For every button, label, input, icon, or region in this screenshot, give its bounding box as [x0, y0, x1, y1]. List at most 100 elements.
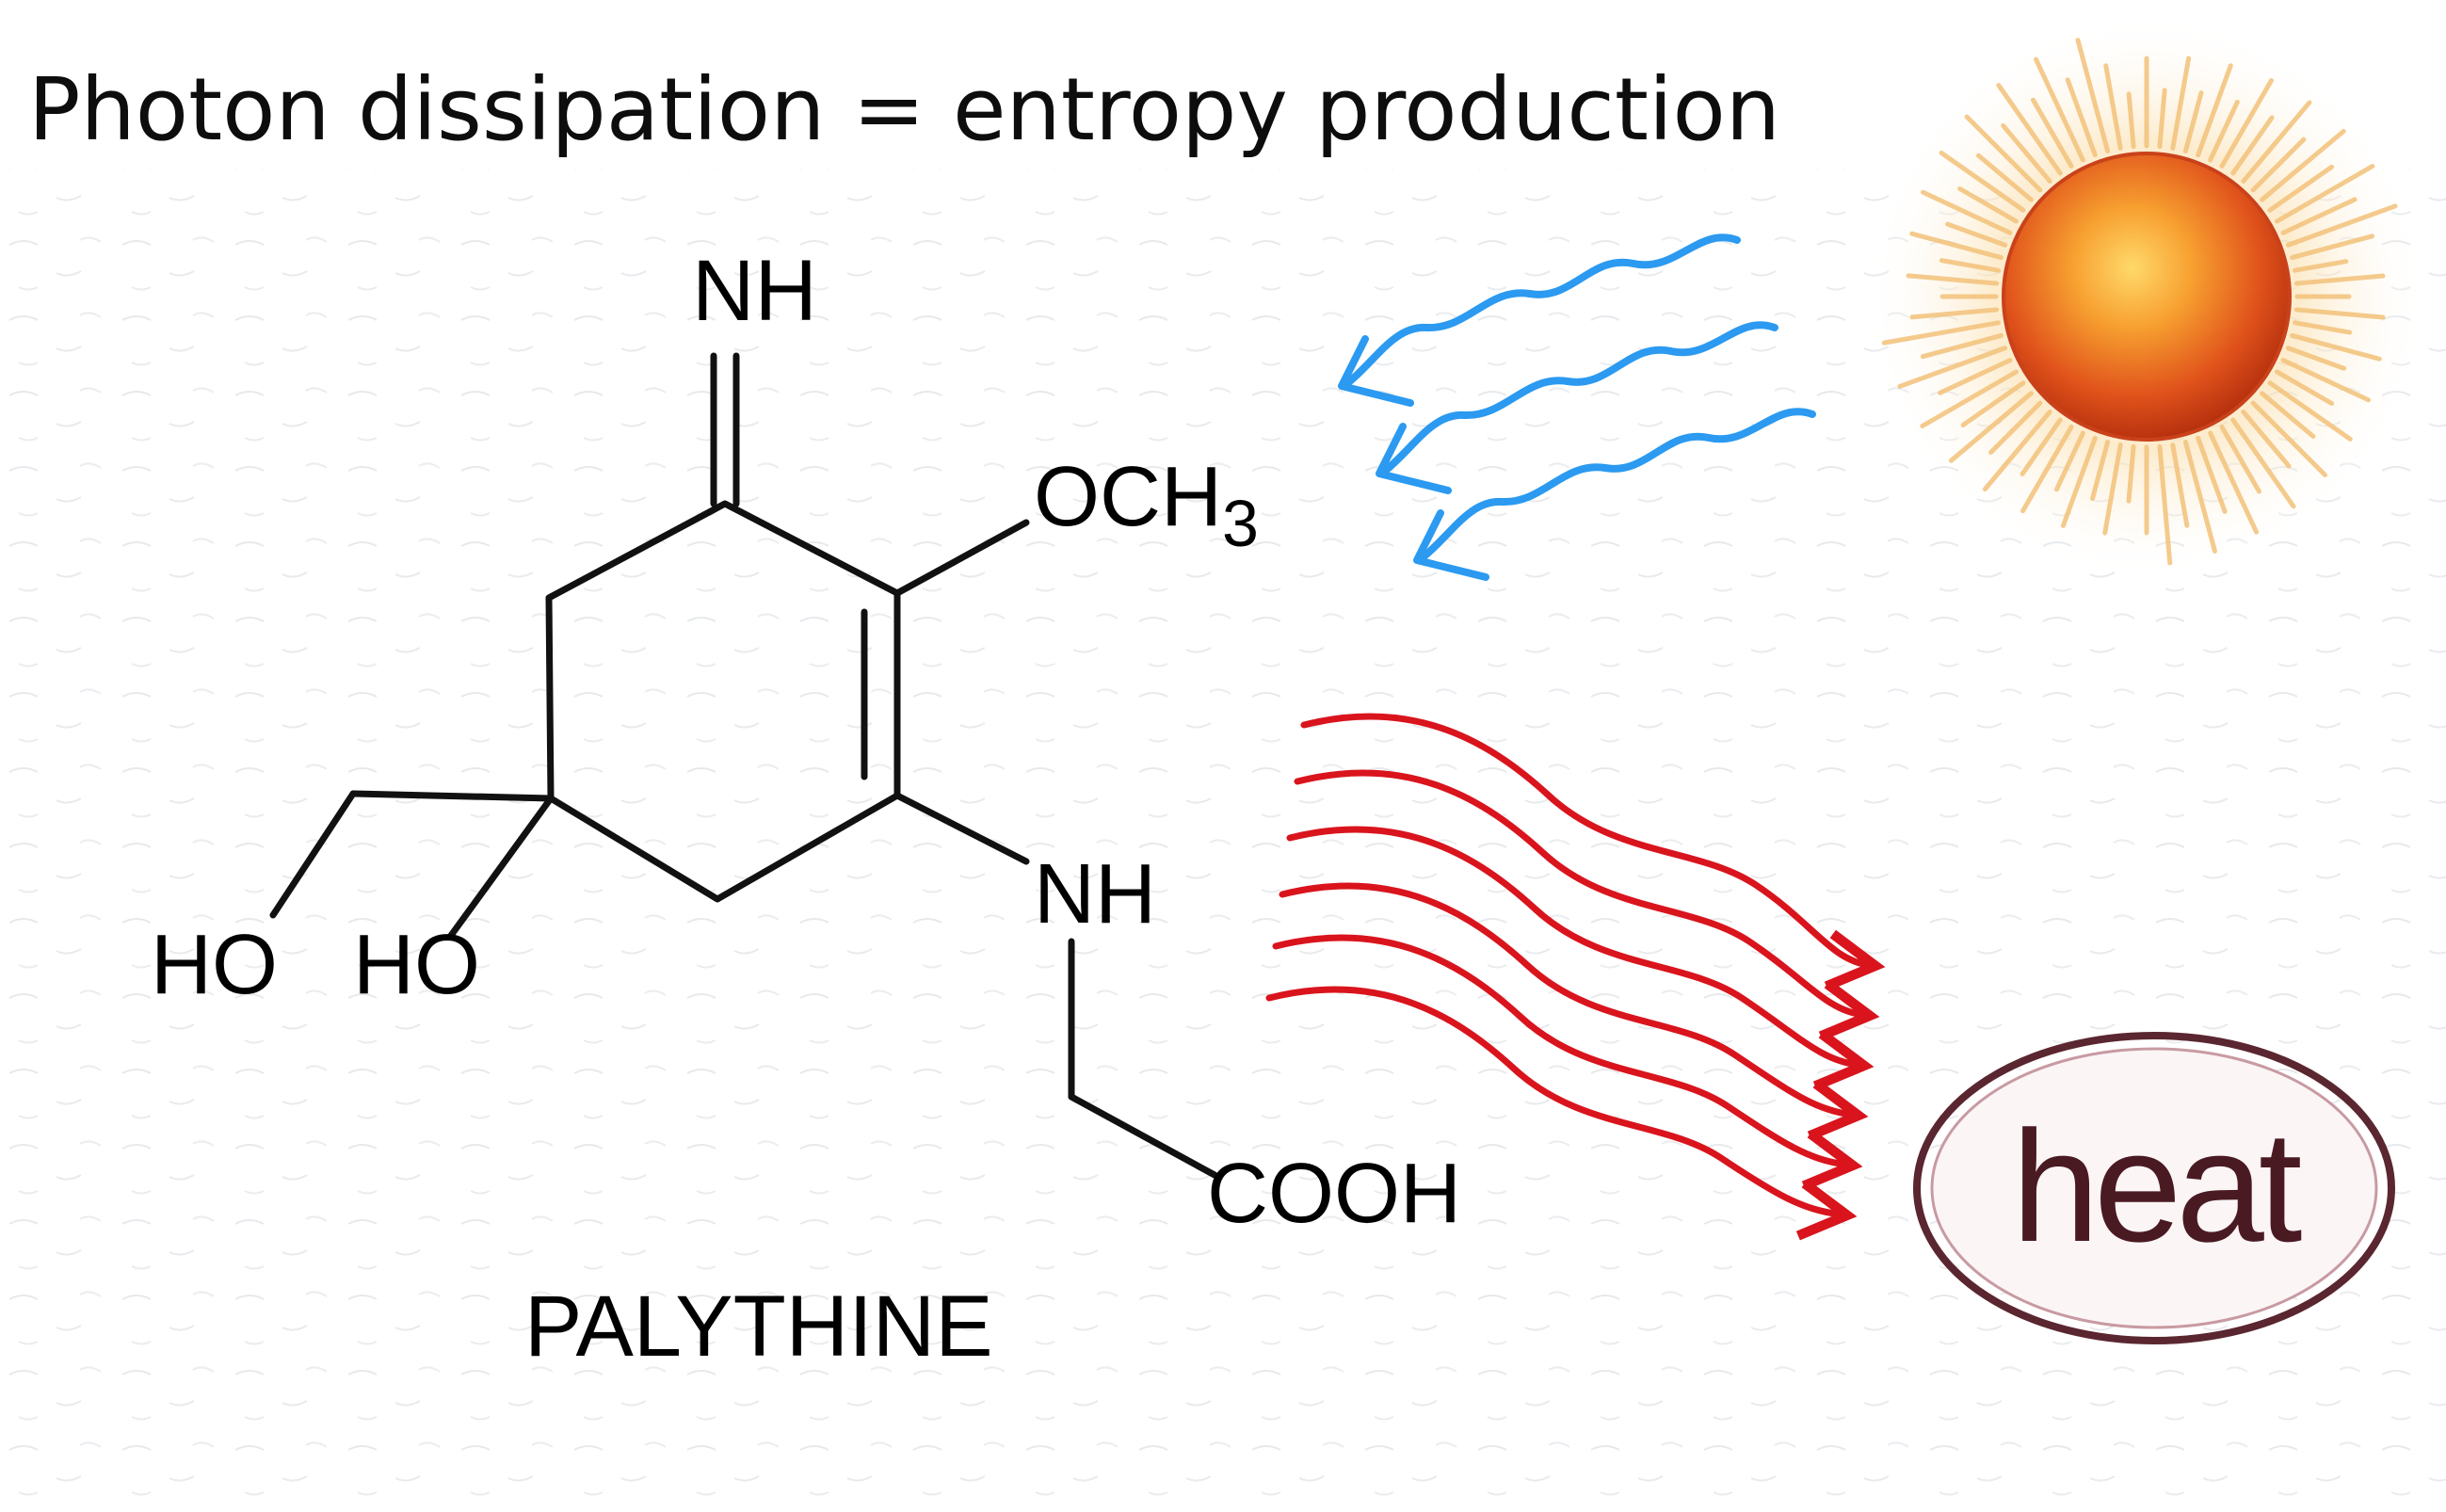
sun-ray	[2182, 90, 2204, 153]
incoming-wave-2	[1380, 321, 1778, 475]
sun-ray	[2260, 129, 2346, 202]
sun-ray	[2157, 88, 2167, 150]
sun-ray	[2275, 164, 2375, 224]
sun-ray	[1996, 83, 2063, 176]
sun-ray	[2267, 380, 2353, 442]
incoming-wave-1-head	[1338, 335, 1414, 407]
sun-ray	[2285, 346, 2347, 371]
glycine-bond-2	[1068, 1093, 1218, 1179]
outgoing-heat-waves	[1265, 713, 1886, 1241]
outgoing-wave-6	[1265, 986, 1858, 1241]
hydroxyl-right-label: HO	[353, 918, 480, 1012]
outgoing-wave-5	[1272, 934, 1863, 1191]
sun-ray	[2020, 425, 2074, 514]
sun-ray	[1957, 186, 2019, 224]
sun-ray	[2031, 97, 2074, 169]
sun-ray	[2275, 369, 2335, 406]
sun-ray	[2208, 430, 2260, 535]
imine-label: NH	[692, 243, 817, 339]
sun-ray	[2102, 442, 2123, 536]
sun-ray	[2053, 430, 2085, 492]
sun-ray	[1964, 114, 2043, 193]
sun-ray	[2230, 115, 2275, 176]
sun-ray	[2285, 203, 2398, 248]
sun-ray	[1909, 231, 2003, 261]
sun-ray	[2060, 435, 2098, 528]
sun-ray	[2241, 100, 2312, 184]
sun-ray	[1897, 346, 2008, 389]
sun-ray	[2157, 443, 2173, 566]
sun-ray	[2293, 307, 2386, 320]
sun-ray	[2196, 63, 2233, 158]
incoming-wave-3	[1418, 408, 1816, 562]
methoxy-label: OCH3	[1034, 450, 1259, 560]
incoming-light-waves	[1338, 233, 1816, 581]
sun-ray	[2290, 332, 2382, 362]
sun-ray	[2182, 440, 2217, 554]
sun-ray	[2075, 38, 2111, 153]
page-title: Photon dissipation = entropy production	[28, 59, 1780, 160]
heat-label: heat	[2012, 1098, 2302, 1275]
carboxyl-label: COOH	[1207, 1147, 1461, 1241]
methoxy-bond	[893, 519, 1030, 597]
sun-ray	[2250, 400, 2328, 478]
hydroxyl-bond	[446, 795, 555, 941]
amine-bond	[893, 792, 1030, 865]
amine-label: NH	[1034, 847, 1156, 941]
sun-ray	[2267, 164, 2335, 213]
sun-ray	[2065, 77, 2098, 158]
hydroxymethyl-bond-1	[349, 790, 555, 802]
sun-ray	[2170, 442, 2190, 528]
sun-ray	[2126, 443, 2136, 504]
sun-ray	[1948, 391, 2034, 463]
sun-ray	[2293, 273, 2386, 286]
sun-ray	[2293, 320, 2353, 335]
sun-ray	[2219, 78, 2274, 169]
sun-icon	[1864, 14, 2429, 579]
sun-ray	[2260, 391, 2316, 439]
outgoing-wave-3	[1286, 826, 1875, 1091]
sun-ray	[2126, 91, 2136, 150]
sun-ray	[1976, 153, 2034, 202]
sun-ray	[2103, 63, 2123, 151]
sun-ray	[1906, 273, 2000, 286]
sun-ray	[1982, 410, 2052, 492]
sun-ray	[1960, 380, 2026, 428]
sun-ray	[2241, 410, 2292, 469]
sun-ray	[2208, 99, 2240, 163]
hydroxyl-left-label: HO	[151, 918, 278, 1012]
incoming-wave-1	[1343, 233, 1741, 388]
sun-ray	[1920, 369, 2019, 428]
sun-ray	[2034, 56, 2085, 163]
sun-ray	[2280, 358, 2372, 403]
outgoing-wave-1	[1300, 713, 1886, 991]
sun-ray	[1938, 358, 2013, 395]
palythine-structure: NH OCH3 NH COOH HO HO PALYTHINE	[151, 243, 1461, 1375]
sun-ray	[2219, 425, 2261, 494]
incoming-wave-3-head	[1413, 509, 1489, 581]
sun-ray	[1945, 221, 2008, 248]
sun-ray	[1909, 307, 2000, 320]
sun-ray	[1921, 189, 2013, 235]
incoming-wave-2-head	[1376, 423, 1452, 494]
molecule-name: PALYTHINE	[524, 1279, 993, 1375]
sun-ray	[2020, 417, 2063, 476]
sun-ray	[1988, 400, 2043, 455]
hydroxymethyl-bond-2	[269, 790, 357, 919]
sun-ray	[1881, 320, 2001, 346]
sun-ray	[2090, 440, 2111, 501]
sun-ray	[2170, 56, 2192, 151]
outgoing-wave-4	[1279, 882, 1869, 1141]
sun-ray	[2196, 435, 2228, 514]
sun-ray	[1939, 258, 2001, 273]
heat-badge: heat	[1913, 1032, 2395, 1344]
sun-ray	[2290, 233, 2375, 261]
sun-ray	[2230, 417, 2296, 509]
outgoing-wave-2	[1294, 769, 1880, 1041]
sun-ray	[2293, 259, 2349, 273]
sun-ray	[1920, 332, 2003, 360]
sun-ray	[2250, 137, 2307, 193]
sun-ray	[2001, 122, 2052, 184]
